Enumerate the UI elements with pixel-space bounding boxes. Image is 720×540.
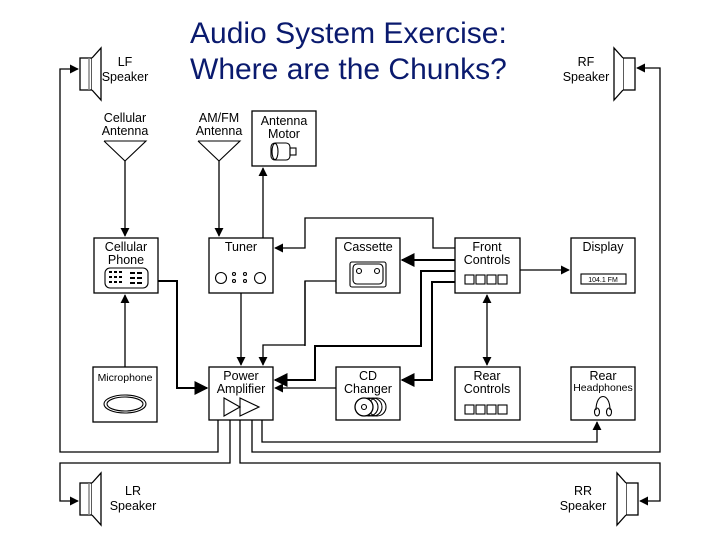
rr-speaker-label-2: Speaker (560, 499, 607, 513)
connection-wires (59, 63, 661, 506)
microphone-block: Microphone (92, 366, 158, 423)
front-controls-label-2: Controls (464, 253, 511, 267)
rear-controls-label-1: Rear (473, 369, 500, 383)
speaker-icon (79, 471, 102, 527)
antenna-motor-block: Antenna Motor (251, 110, 317, 167)
title-line-2: Where are the Chunks? (190, 53, 507, 86)
wire-phone-amp (158, 280, 209, 395)
display-readout: 104.1 FM (588, 277, 618, 284)
rear-controls-block: Rear Controls (454, 366, 521, 421)
cassette-label: Cassette (343, 240, 392, 254)
rr-speaker: RR Speaker (560, 471, 639, 527)
cassette-block: Cassette (335, 237, 401, 294)
speaker-icon (79, 46, 102, 102)
rear-headphones-label-1: Rear (589, 369, 616, 383)
slide-title: Audio System Exercise: Where are the Chu… (190, 16, 570, 88)
wire-amp-rr (239, 420, 661, 506)
rf-speaker: RF Speaker (563, 46, 636, 102)
lr-speaker-label-1: LR (125, 484, 141, 498)
cellular-phone-block: Cellular Phone (93, 237, 159, 294)
wire-amp-rf (251, 63, 661, 453)
antenna-icon (197, 140, 242, 162)
display-block: Display 104.1 FM (570, 237, 636, 294)
front-controls-block: Front Controls (454, 237, 521, 294)
cd-changer-block: CD Changer (335, 366, 401, 421)
rr-speaker-label-1: RR (574, 484, 592, 498)
antenna-motor-label-2: Motor (268, 127, 300, 141)
wire-amp-lr (59, 420, 231, 506)
wire-cassette-amp (304, 280, 336, 346)
lr-speaker-label-2: Speaker (110, 499, 157, 513)
keypad-icon (104, 267, 149, 289)
cd-changer-label-1: CD (359, 369, 377, 383)
buttons-icon (464, 404, 508, 415)
wire-front-amp (273, 270, 455, 387)
motor-icon (270, 142, 297, 161)
lcd-icon: 104.1 FM (580, 273, 627, 285)
cellular-phone-label-1: Cellular (105, 240, 147, 254)
title-line-1: Audio System Exercise: (190, 17, 507, 50)
rear-headphones-block: Rear Headphones (570, 366, 636, 421)
power-amplifier-label-1: Power (223, 369, 258, 383)
wire-front-cd (400, 281, 455, 387)
cellular-antenna-label-2: Antenna (102, 124, 149, 138)
power-amplifier-label-2: Amplifier (217, 382, 266, 396)
buttons-icon (464, 274, 508, 285)
microphone-icon (103, 394, 147, 414)
antenna-motor-label-1: Antenna (261, 114, 308, 128)
microphone-label: Microphone (98, 372, 153, 384)
rf-speaker-label-2: Speaker (563, 70, 610, 84)
cellular-antenna-label-1: Cellular (104, 111, 146, 125)
front-controls-label-1: Front (472, 240, 502, 254)
amplifier-icon (223, 397, 261, 417)
power-amplifier-block: Power Amplifier (208, 366, 274, 421)
speaker-icon (616, 471, 639, 527)
tuner-block: Tuner (208, 237, 274, 294)
amfm-antenna: AM/FM Antenna (196, 111, 243, 162)
headphones-icon (593, 395, 613, 417)
antenna-icon (103, 140, 148, 162)
knobs-icon (214, 271, 267, 285)
lf-speaker-label-2: Speaker (102, 70, 149, 84)
wire-front-tuner (274, 217, 455, 253)
cellular-phone-label-2: Phone (108, 253, 144, 267)
wire-amp-lf (59, 64, 219, 453)
discs-icon (354, 397, 387, 417)
rear-headphones-label-2: Headphones (573, 382, 633, 394)
tuner-label: Tuner (225, 240, 257, 254)
wire-cassette-amp-2 (258, 281, 306, 366)
display-label: Display (583, 240, 625, 254)
amfm-antenna-label-2: Antenna (196, 124, 243, 138)
cellular-antenna: Cellular Antenna (102, 111, 149, 162)
rear-controls-label-2: Controls (464, 382, 511, 396)
rf-speaker-label-1: RF (578, 55, 595, 69)
speaker-icon (613, 46, 636, 102)
lf-speaker-label-1: LF (118, 55, 133, 69)
wire-amp-headphones (261, 420, 602, 443)
amfm-antenna-label-1: AM/FM (199, 111, 239, 125)
cd-changer-label-2: Changer (344, 382, 392, 396)
lf-speaker: LF Speaker (79, 46, 149, 102)
cassette-icon (349, 261, 387, 288)
lr-speaker: LR Speaker (79, 471, 157, 527)
